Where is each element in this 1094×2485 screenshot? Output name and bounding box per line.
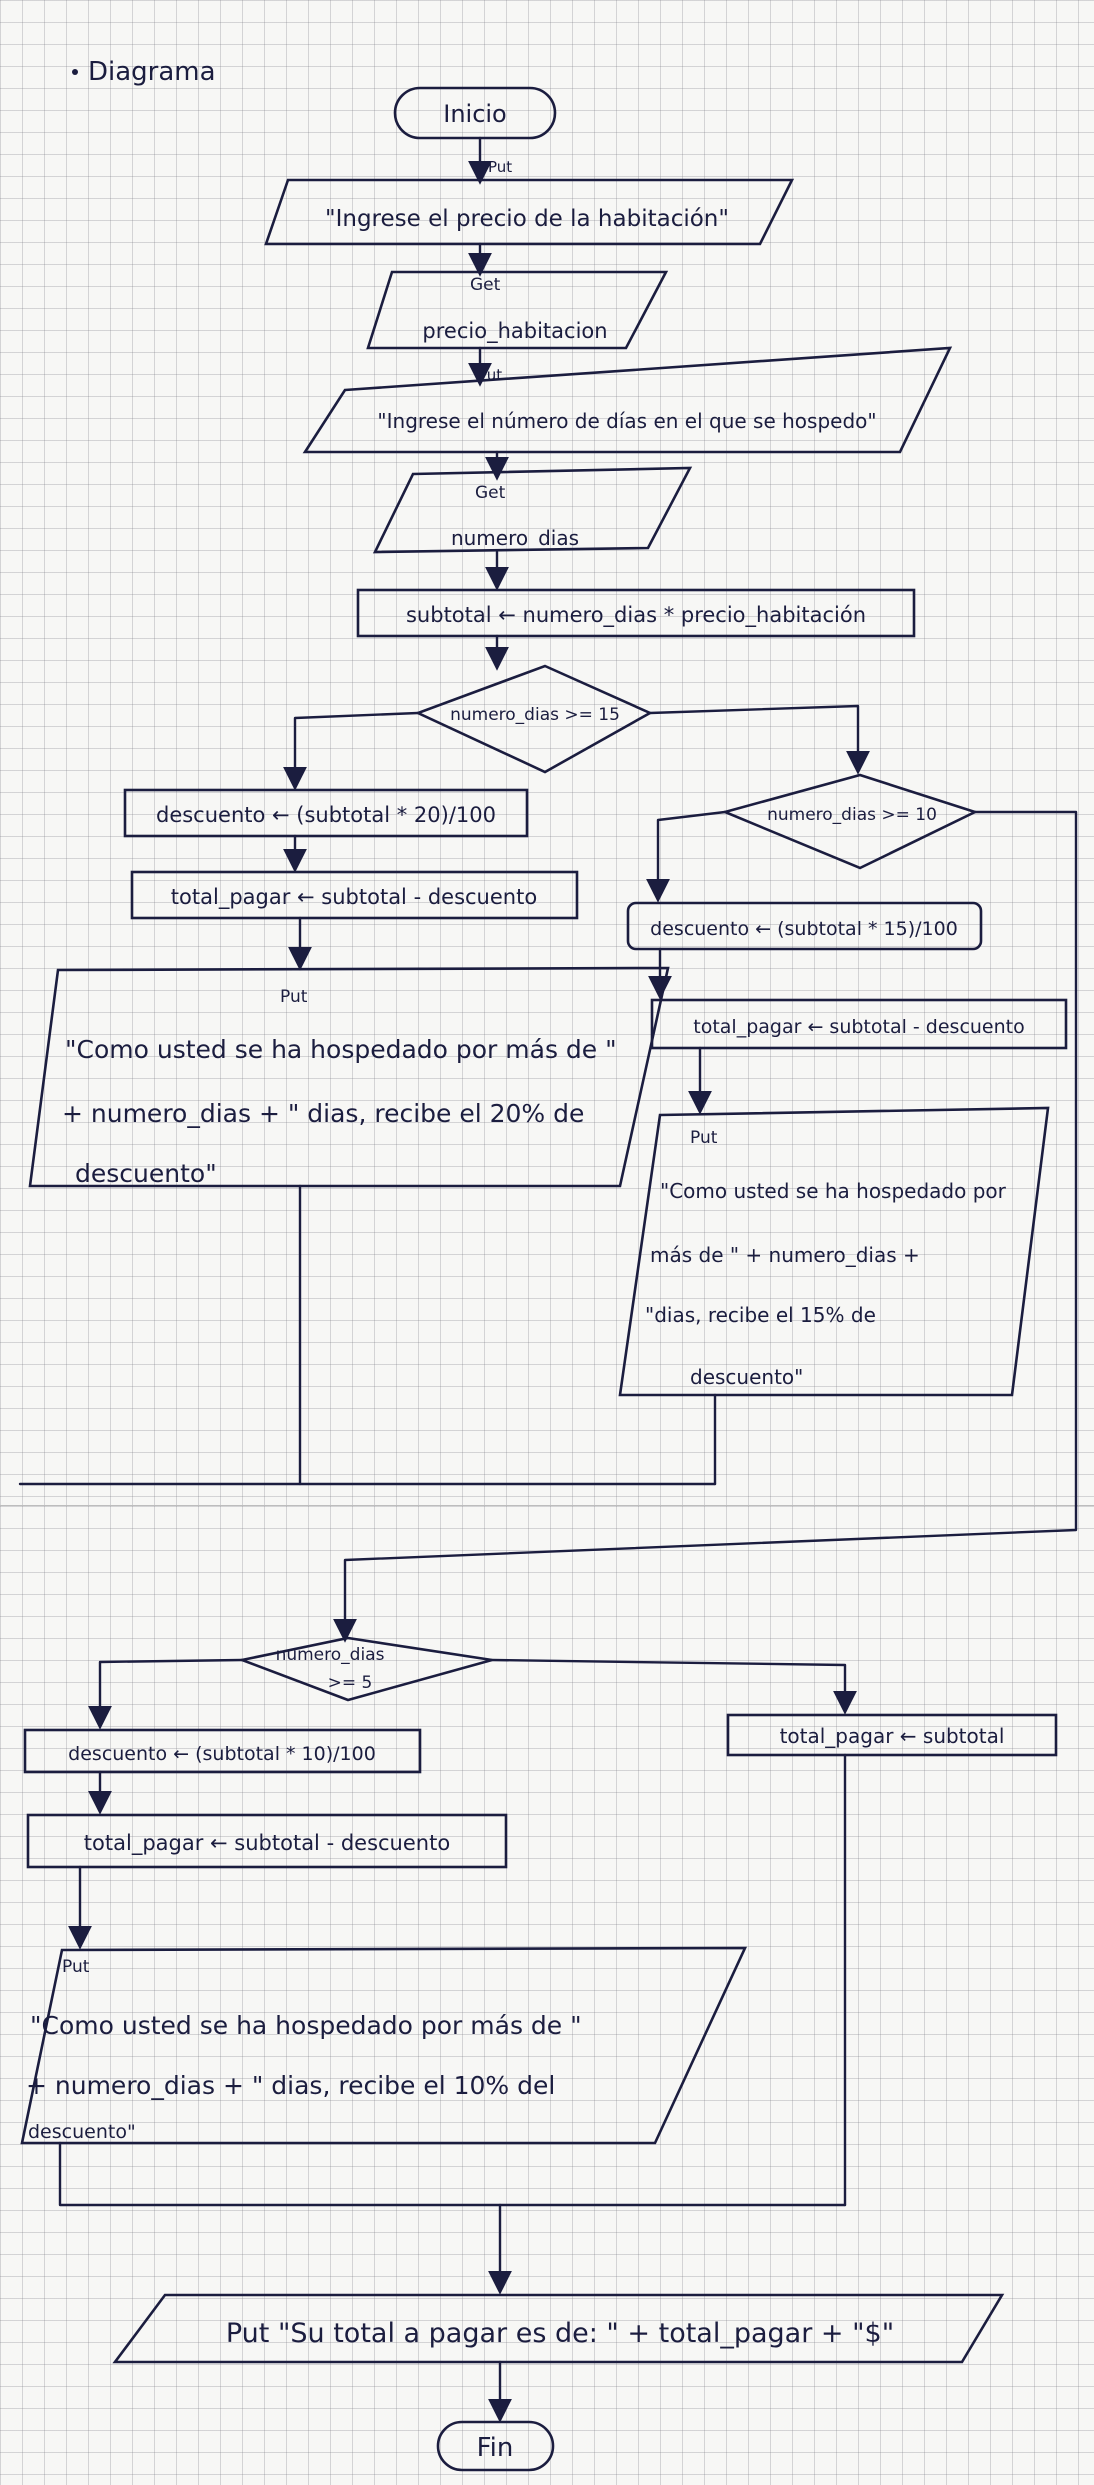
branch-yes-5 — [88, 1658, 244, 1730]
output-final — [112, 2293, 1005, 2364]
process-subtotal-text: subtotal ← numero_dias * precio_habitaci… — [406, 603, 866, 628]
input-precio — [366, 270, 669, 350]
process-descuento-20-text: descuento ← (subtotal * 20)/100 — [156, 803, 496, 827]
output-msg-15 — [618, 1106, 1050, 1397]
output-msg-15-line2: más de " + numero_dias + — [650, 1243, 920, 1267]
connector-msg10-merge — [58, 2141, 847, 2207]
branch-yes-10 — [646, 810, 727, 903]
branch-yes-15 — [283, 711, 420, 791]
input-dias-text: numero_dias — [451, 526, 579, 550]
branch-no-5 — [490, 1658, 857, 1715]
input-dias — [372, 466, 693, 554]
process-total-20-text: total_pagar ← subtotal - descuento — [171, 885, 537, 910]
branch-no-10 — [333, 810, 1078, 1643]
output-msg-10-line1: "Como usted se ha hospedado por más de " — [30, 2011, 582, 2040]
put-label-5: Put — [62, 1957, 90, 1977]
output-msg-10-line2: + numero_dias + " dias, recibe el 10% de… — [26, 2071, 555, 2100]
process-total-15-text: total_pagar ← subtotal - descuento — [693, 1016, 1025, 1038]
process-total-subtotal-text: total_pagar ← subtotal — [780, 1724, 1005, 1748]
grid-paper-sheet-bottom — [0, 1505, 1094, 2485]
decision-dias-15-text: numero_dias >= 15 — [450, 705, 620, 725]
output-msg-20 — [28, 966, 670, 1188]
process-descuento-15-text: descuento ← (subtotal * 15)/100 — [650, 918, 958, 940]
output-msg-15-line1: "Como usted se ha hospedado por — [660, 1179, 1007, 1203]
process-total-10-text: total_pagar ← subtotal - descuento — [84, 1831, 450, 1856]
output-precio-text: "Ingrese el precio de la habitación" — [325, 206, 729, 232]
output-msg-20-line3: descuento" — [75, 1159, 217, 1188]
end-terminal — [436, 2420, 555, 2472]
output-final-text: Put "Su total a pagar es de: " + total_p… — [226, 2318, 894, 2349]
start-terminal-label: Inicio — [443, 100, 507, 128]
put-label-1: Put — [488, 158, 512, 176]
decision-dias-10-text: numero_dias >= 10 — [767, 805, 937, 825]
put-label-4: Put — [690, 1128, 718, 1148]
grid-paper-sheet-top — [0, 0, 1094, 1505]
decision-dias-5 — [237, 1636, 493, 1702]
process-total-20 — [130, 870, 579, 920]
process-total-10 — [26, 1813, 508, 1869]
input-precio-text: precio_habitacion — [422, 319, 607, 344]
output-precio — [264, 178, 795, 246]
decision-dias-5-text-1: numero_dias — [276, 1645, 385, 1665]
get-label-1: Get — [470, 275, 501, 295]
bullet-dot — [72, 69, 78, 75]
process-descuento-10-text: descuento ← (subtotal * 10)/100 — [68, 1743, 376, 1765]
process-descuento-20 — [123, 788, 529, 838]
branch-no-15 — [648, 704, 870, 775]
output-dias — [302, 346, 953, 454]
process-total-15 — [650, 998, 1068, 1050]
process-subtotal — [356, 588, 916, 638]
output-msg-10-line3: descuento" — [28, 2121, 136, 2143]
end-terminal-label: Fin — [477, 2433, 514, 2463]
process-total-subtotal — [726, 1713, 1058, 1757]
decision-dias-5-text-2: >= 5 — [328, 1673, 373, 1693]
get-label-2: Get — [475, 483, 506, 503]
output-msg-10 — [20, 1946, 748, 2145]
output-dias-text: "Ingrese el número de días en el que se … — [377, 409, 876, 433]
output-msg-20-line2: + numero_dias + " dias, recibe el 20% de — [62, 1099, 584, 1128]
process-descuento-10 — [23, 1728, 422, 1774]
put-label-3: Put — [280, 987, 308, 1007]
output-msg-15-line4: descuento" — [690, 1365, 803, 1389]
output-msg-20-line1: "Como usted se ha hospedado por más de " — [65, 1035, 617, 1064]
decision-dias-10 — [721, 773, 979, 870]
decision-dias-15 — [414, 664, 653, 774]
process-descuento-15 — [626, 901, 983, 951]
start-terminal — [393, 86, 557, 140]
diagram-heading: Diagrama — [88, 57, 216, 87]
output-msg-15-line3: "dias, recibe el 15% de — [645, 1303, 876, 1327]
